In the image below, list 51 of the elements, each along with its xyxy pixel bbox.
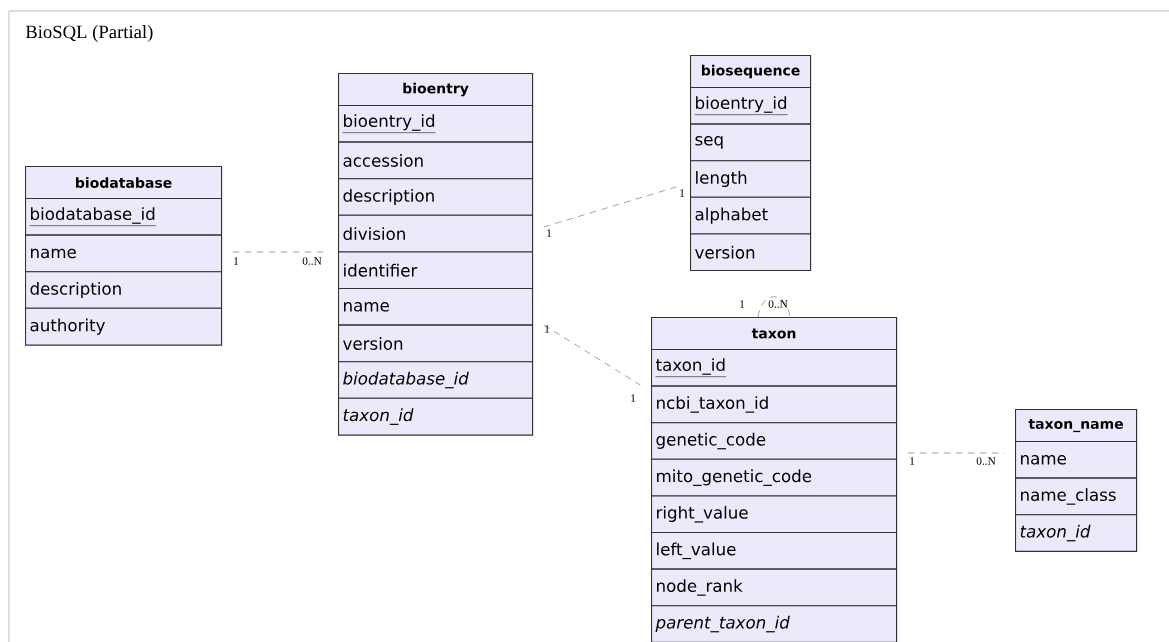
multiplicity-label: 1 [680, 189, 685, 197]
entity-table [25, 166, 223, 346]
field-row: alphabet [690, 196, 812, 235]
field-row: name_class [1015, 477, 1138, 516]
connector-line [543, 185, 680, 228]
table-header: taxon_name [1015, 409, 1138, 443]
field-row: taxon_id [338, 397, 534, 436]
field-row: biodatabase_id [25, 198, 223, 236]
entity-table [1015, 409, 1138, 552]
field-row: node_rank [651, 568, 898, 607]
diagram-title: BioSQL (Partial) [25, 25, 153, 42]
multiplicity-label: 1 [547, 229, 552, 237]
field-row: accession [338, 141, 534, 180]
field-row: genetic_code [651, 422, 898, 460]
field-row: parent_taxon_id [651, 605, 898, 642]
entity-table [651, 317, 898, 642]
field-row: right_value [651, 495, 898, 534]
field-row: name [25, 234, 223, 273]
field-row: ncbi_taxon_id [651, 385, 898, 424]
field-row: taxon_id [651, 349, 898, 387]
field-row: version [338, 324, 534, 363]
connector-line [907, 452, 1005, 454]
connector-line [543, 324, 641, 386]
multiplicity-label: 1 [740, 300, 745, 308]
field-row: biodatabase_id [338, 361, 534, 399]
field-row: seq [690, 123, 812, 162]
field-row: authority [25, 307, 223, 346]
field-row: version [690, 233, 812, 272]
field-row: name [1015, 441, 1138, 479]
multiplicity-label: 1 [234, 257, 239, 265]
multiplicity-label: 0..N [976, 457, 996, 465]
field-row: division [338, 214, 534, 253]
multiplicity-label: 0..N [302, 257, 322, 265]
field-row: identifier [338, 251, 534, 290]
field-row: description [25, 271, 223, 309]
multiplicity-label: 1 [910, 457, 915, 465]
field-row: name [338, 288, 534, 326]
field-row: bioentry_id [338, 105, 534, 143]
connector-line [757, 296, 791, 318]
entity-table [690, 55, 812, 272]
field-row: mito_genetic_code [651, 458, 898, 497]
field-row: taxon_id [1015, 514, 1138, 552]
field-row: bioentry_id [690, 87, 812, 125]
field-row: left_value [651, 532, 898, 570]
table-header: biosequence [690, 55, 812, 89]
multiplicity-label: 0..N [768, 300, 788, 308]
field-row: description [338, 178, 534, 216]
field-row: length [690, 160, 812, 198]
multiplicity-label: 1 [545, 325, 550, 333]
entity-table [338, 73, 534, 436]
multiplicity-label: 1 [631, 394, 636, 402]
